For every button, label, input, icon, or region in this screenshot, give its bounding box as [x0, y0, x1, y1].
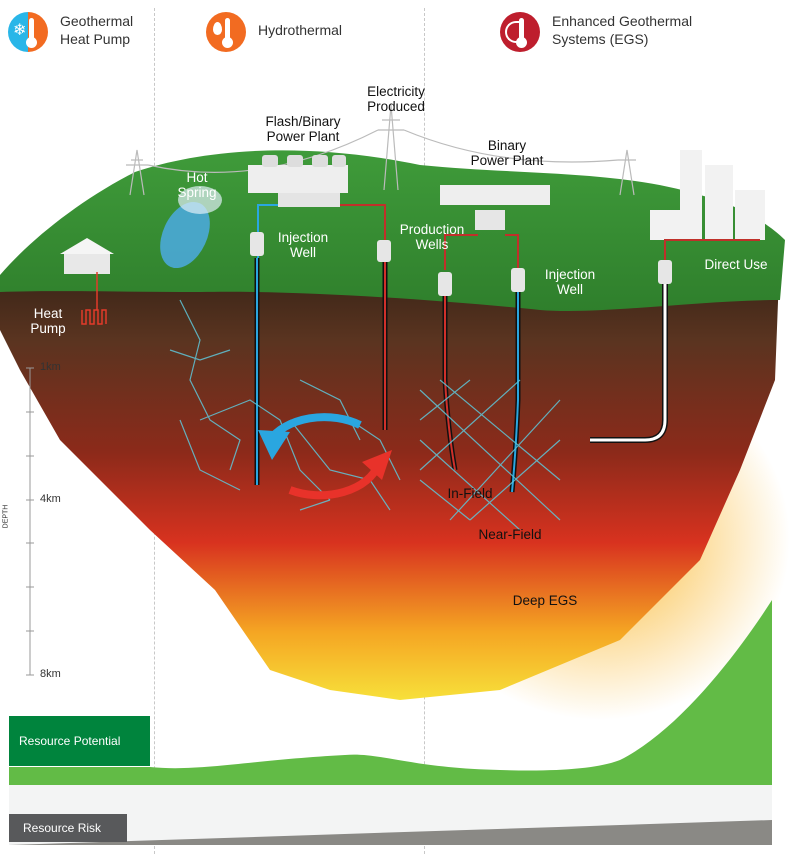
hot-spring-pool [160, 201, 210, 269]
category-label-line1: Enhanced Geothermal [552, 13, 693, 29]
category-label-line1: Hydrothermal [258, 22, 343, 38]
earth-cross-section [0, 250, 780, 700]
resource-risk-label: Resource Risk [9, 814, 127, 842]
heat-pump-loop [81, 309, 107, 325]
snowflake-thermometer-icon: ❄ [8, 12, 48, 52]
label-near-field: Near-Field [478, 527, 542, 542]
depth-axis-title: DEPTH [2, 504, 10, 529]
hot-water-arrow [288, 463, 382, 500]
depth-axis [26, 367, 34, 676]
resource-potential-area [9, 600, 772, 785]
water-drop-thermometer-icon [206, 12, 246, 52]
cool-water-arrowhead [258, 430, 290, 460]
label-deep-egs: Deep EGS [512, 593, 578, 608]
resource-risk-area [9, 820, 772, 845]
city-buildings [650, 150, 765, 240]
hot-water-arrowhead [362, 450, 392, 480]
category-label-line2: Heat Pump [60, 31, 131, 47]
binary-pipes [444, 234, 519, 270]
category-label-line1: Geothermal [60, 13, 134, 29]
house-icon [60, 238, 114, 274]
label-direct-use: Direct Use [704, 257, 768, 272]
heat-waves-thermometer-icon [500, 12, 540, 52]
depth-tick-8km: 8km [40, 668, 61, 680]
direct-use-pipe [664, 239, 760, 265]
steam-cloud [178, 186, 222, 214]
fracture-network [169, 299, 561, 531]
resource-potential-label: Resource Potential [9, 716, 150, 766]
depth-tick-4km: 4km [40, 493, 61, 505]
binary-power-plant [440, 185, 550, 230]
power-pylons [126, 104, 636, 196]
label-in-field: In-Field [447, 486, 493, 501]
category-label-line2: Systems (EGS) [552, 31, 649, 47]
flash-binary-power-plant [248, 155, 348, 207]
wellheads [250, 232, 672, 296]
depth-tick-1km: 1km [40, 361, 61, 373]
